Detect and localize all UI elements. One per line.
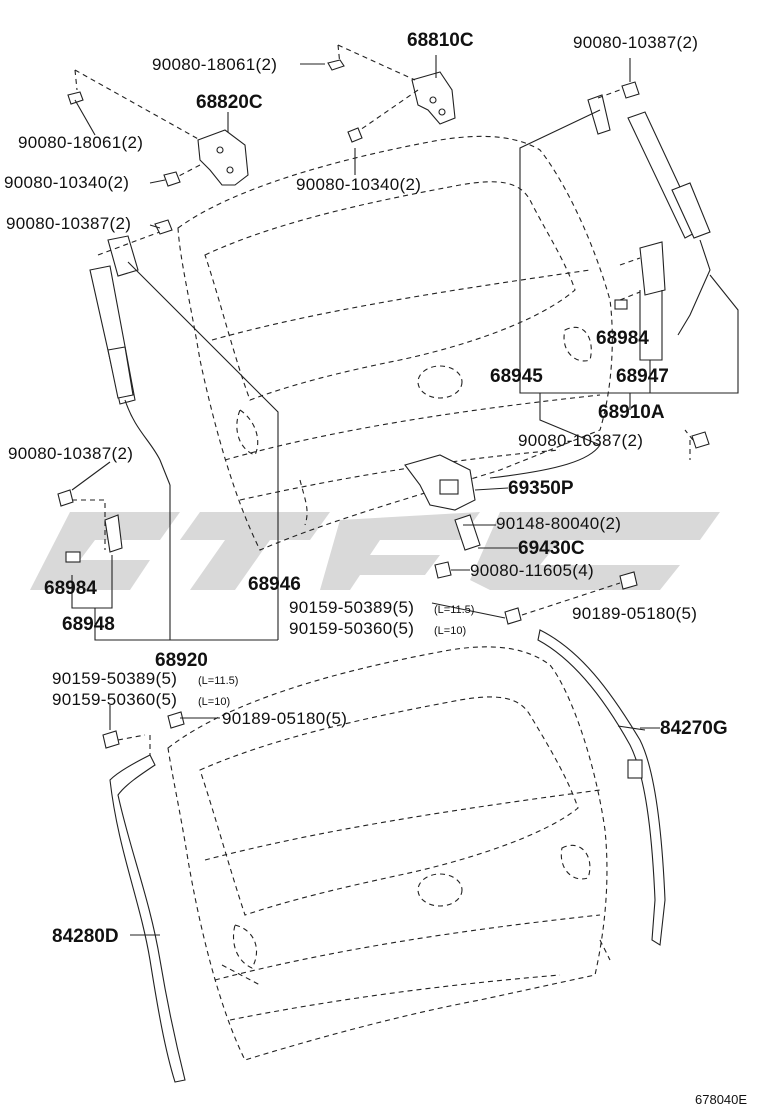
label-69430C: 69430C [518,538,585,559]
label-68947: 68947 [616,366,669,387]
label-length-10-upper: (L=10) [434,625,466,637]
label-68946: 68946 [248,574,301,595]
bracket-68984-left [57,485,278,641]
label-90080-10340-right: 90080-10340(2) [296,175,421,194]
label-90080-18061-left: 90080-18061(2) [18,133,143,152]
label-68948: 68948 [62,614,115,635]
label-68945: 68945 [490,366,543,387]
bolt-icon [434,561,452,579]
bolt-icon [102,730,120,749]
label-68810C: 68810C [407,30,474,51]
back-door-upper [177,135,613,551]
label-90159-50360-lower: 90159-50360(5) [52,690,177,709]
label-length-11-5-upper: (L=11.5) [434,604,474,616]
label-90080-11605: 90080-11605(4) [470,561,594,580]
label-90159-50389-lower: 90159-50389(5) [52,669,177,688]
label-90189-05180-left: 90189-05180(5) [222,709,347,728]
bolt-icon [327,59,345,71]
label-84280D: 84280D [52,926,119,947]
bolt-icon [57,489,74,507]
bolt-icon [163,171,181,187]
label-length-10-lower: (L=10) [198,696,230,708]
label-90080-10387-top-right: 90080-10387(2) [573,33,698,52]
label-90080-10340-left: 90080-10340(2) [4,173,129,192]
illustration-code: 678040E [695,1092,747,1107]
bracket-68984-right [489,241,710,479]
bolt-icon [347,127,363,143]
label-68984-left: 68984 [44,578,97,599]
hinge-68820C [67,69,249,187]
back-door-lower [167,646,611,1061]
part-labels: 68810C 90080-18061(2) 90080-10387(2) 688… [4,30,747,1107]
label-90159-50360-upper: 90159-50360(5) [289,619,414,638]
label-68984-right: 68984 [596,328,649,349]
label-68920: 68920 [155,650,208,671]
bolt-icon [67,91,84,105]
bolt-icon [504,607,522,625]
label-90189-05180-right: 90189-05180(5) [572,604,697,623]
label-90080-10387-mid-right: 90080-10387(2) [518,431,643,450]
gas-strut-right [519,81,739,394]
gas-strut-left [89,219,279,640]
watermark-logo [30,512,720,590]
label-length-11-5-lower: (L=11.5) [198,675,238,687]
label-84270G: 84270G [660,718,728,739]
label-68910A: 68910A [598,402,665,423]
label-90080-18061-top: 90080-18061(2) [152,55,277,74]
bolt-icon [691,431,710,449]
weatherstrip-84280D [102,705,220,1083]
bolt-icon [621,81,640,99]
bolt-icon [619,571,638,590]
label-90080-10387-mid-left: 90080-10387(2) [8,444,133,463]
weatherstrip-84270G [504,571,666,946]
leader-lines [71,58,646,731]
bolt-icon [154,219,173,235]
hinge-68810C [327,44,456,143]
lock-assembly-69350P [404,454,518,579]
label-90159-50389-upper: 90159-50389(5) [289,598,414,617]
label-68820C: 68820C [196,92,263,113]
bolt-icon [167,711,185,729]
label-90080-10387-left: 90080-10387(2) [6,214,131,233]
label-90148-80040: 90148-80040(2) [496,514,621,533]
label-69350P: 69350P [508,478,574,499]
